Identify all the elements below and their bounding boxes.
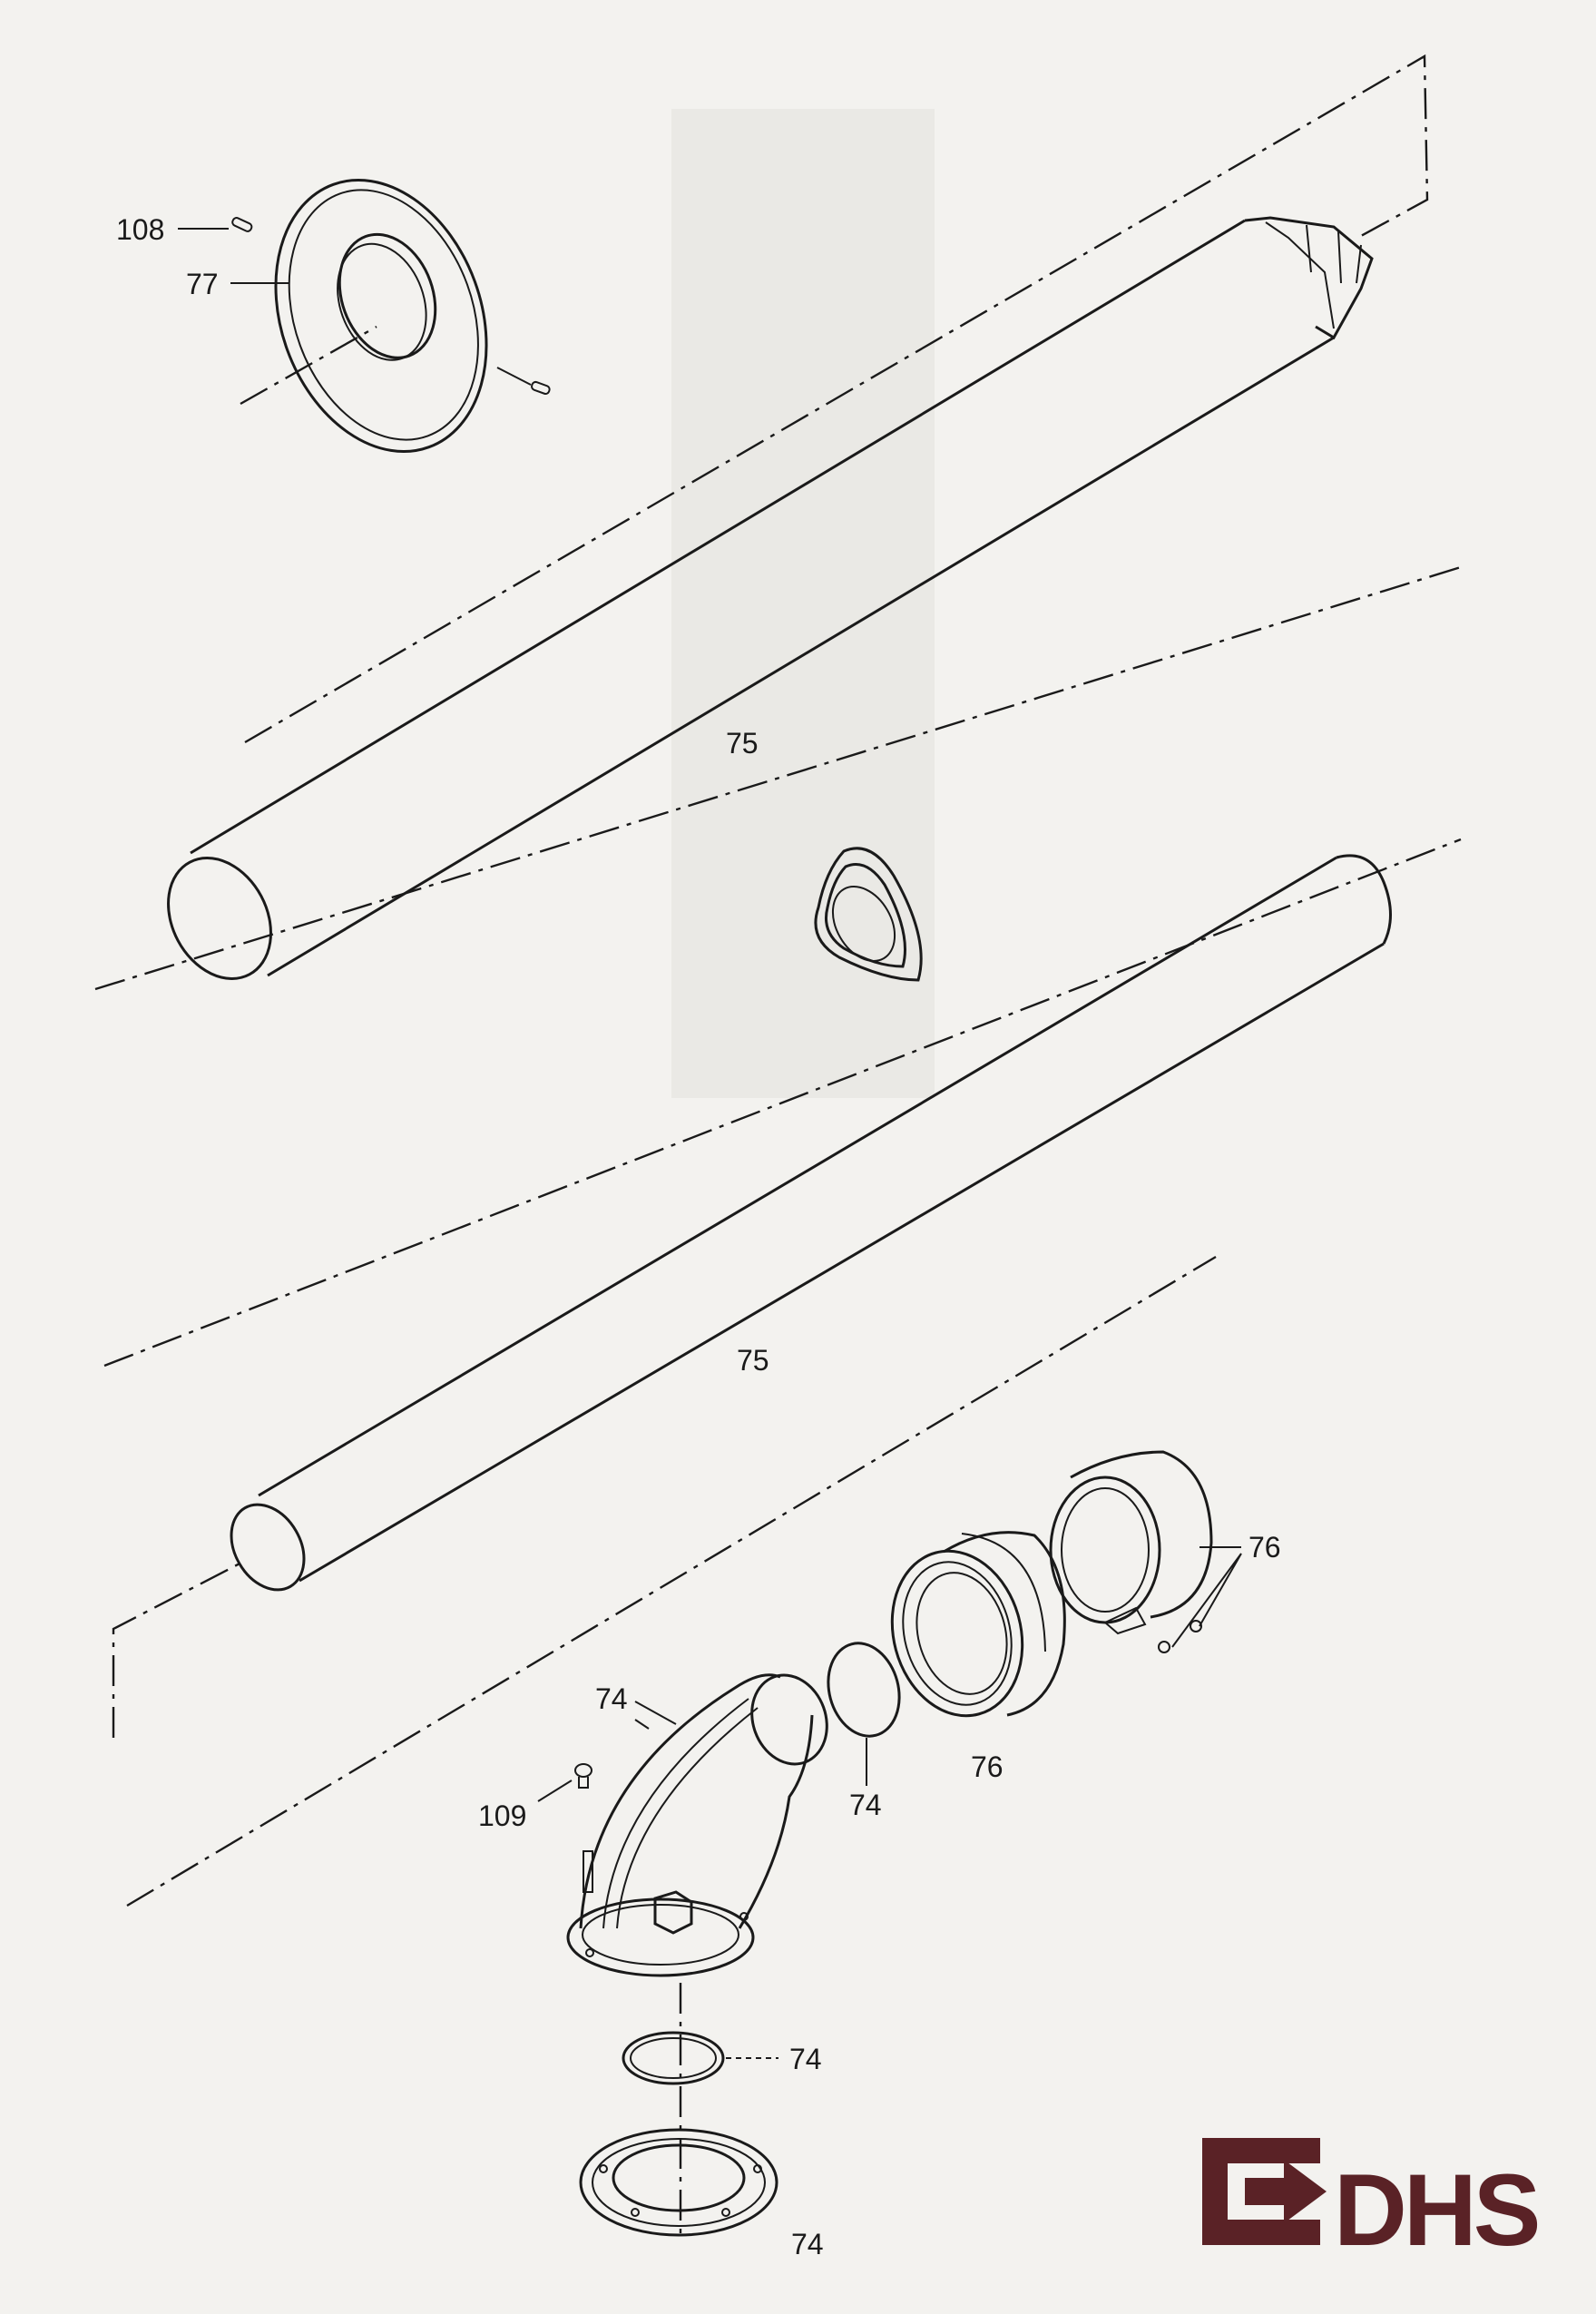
label-coupler-76: 76 — [971, 1750, 1004, 1783]
oring-part-74 — [622, 2031, 778, 2085]
clamp-ring — [814, 847, 923, 982]
flange-part-74 — [579, 2128, 778, 2237]
label-upper-pipe-75: 75 — [726, 727, 759, 760]
arrow-bracket-icon — [1202, 2138, 1327, 2245]
label-part-77: 77 — [186, 268, 219, 300]
label-bolt-109: 109 — [478, 1799, 526, 1832]
label-sleeve-76: 76 — [1248, 1531, 1281, 1564]
bolt-part-109 — [537, 1763, 592, 1802]
logo-wordmark: DHS — [1334, 2153, 1538, 2267]
label-lower-pipe-75: 75 — [737, 1344, 769, 1377]
label-flange-74: 74 — [791, 2228, 824, 2260]
label-elbow-74: 74 — [595, 1682, 628, 1715]
centerlines — [94, 54, 1462, 2241]
washer-part-77 — [274, 178, 488, 454]
part-labels: 108 77 75 75 76 76 74 109 74 74 74 — [116, 213, 1281, 2260]
sleeve-part-76 — [1049, 1450, 1242, 1653]
pin-part-108 — [231, 217, 551, 395]
leader-lines — [178, 228, 650, 1730]
upper-pipe-part-75 — [167, 216, 1374, 980]
coupler-part-76 — [890, 1531, 1066, 1718]
gasket-part-74 — [827, 1642, 901, 1786]
lower-pipe-part-75 — [230, 854, 1392, 1592]
label-oring-74: 74 — [789, 2043, 822, 2075]
label-part-108: 108 — [116, 213, 164, 246]
elbow-part-74 — [566, 1673, 828, 1977]
label-gasket-74: 74 — [849, 1789, 882, 1821]
dhs-logo: DHS — [1202, 2138, 1542, 2267]
